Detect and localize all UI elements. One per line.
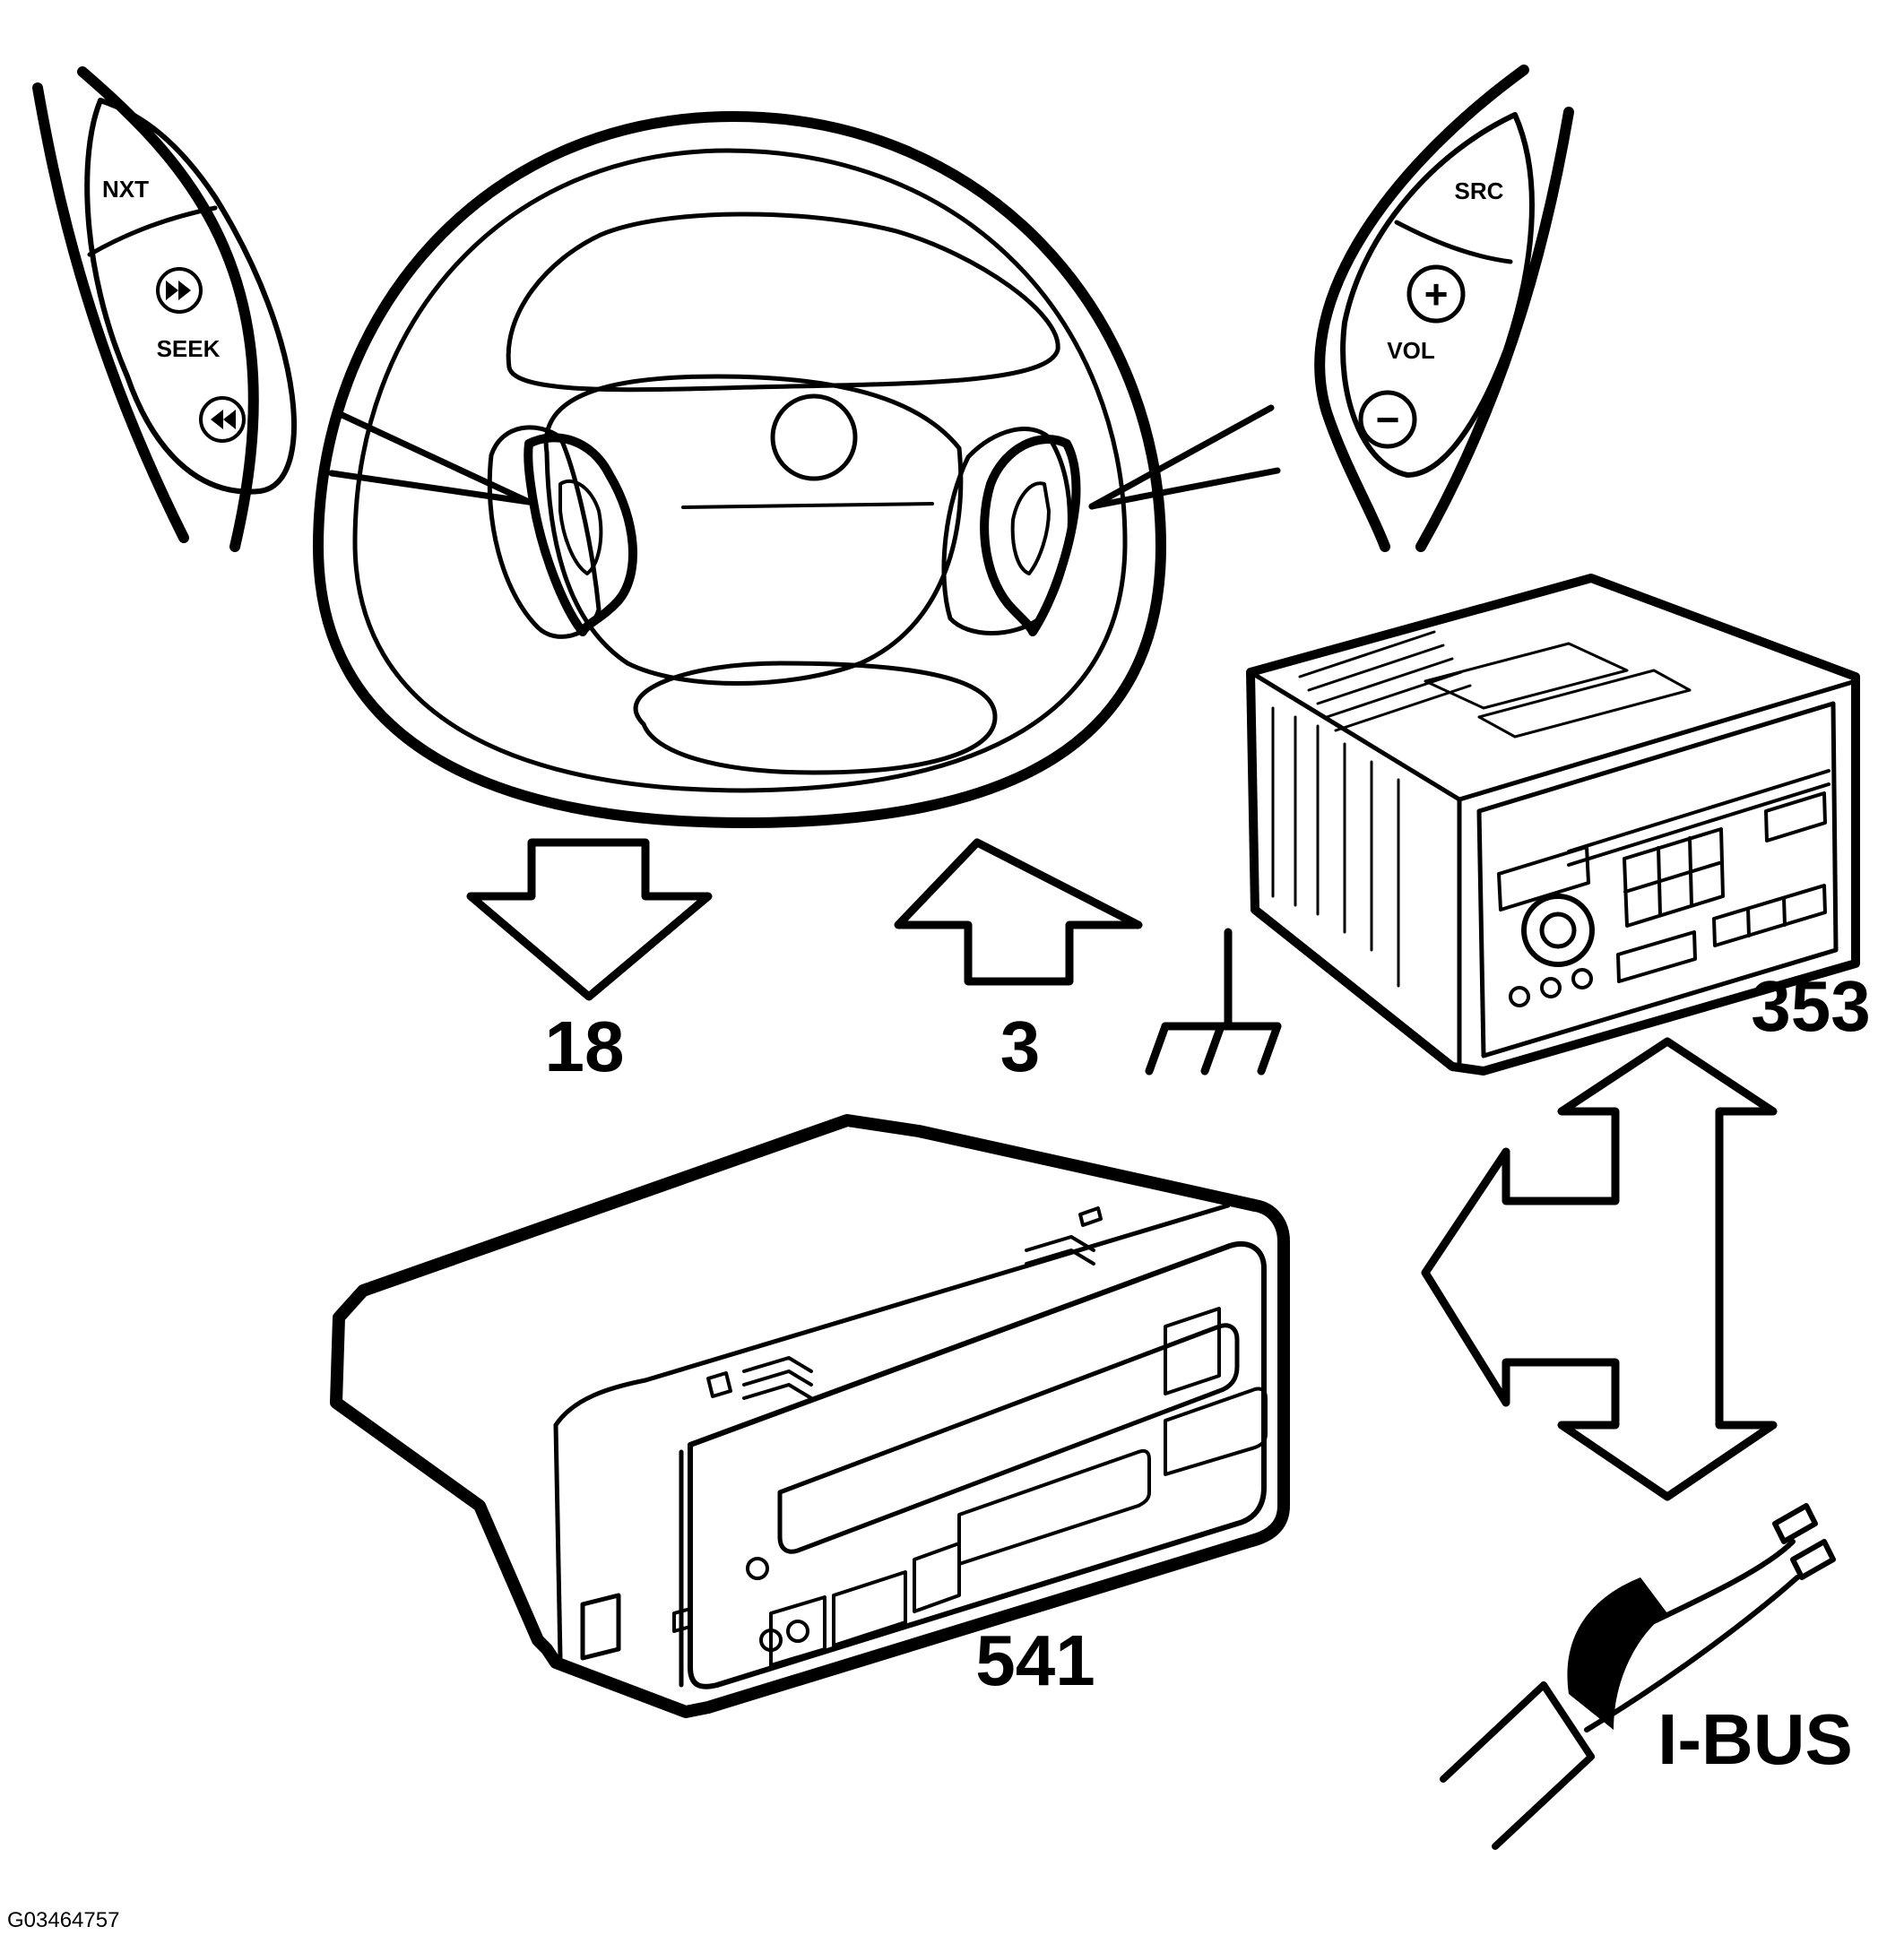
right-pointer-lines [1088, 404, 1281, 510]
i-bus-connector [1440, 1503, 1836, 1850]
down-arrow-number: 18 [545, 1007, 625, 1086]
left-steering-switch: NXT SEEK [32, 66, 297, 552]
volume-up-button[interactable]: + [1406, 264, 1466, 324]
volume-down-button[interactable]: − [1358, 390, 1417, 449]
fast-forward-icon [156, 267, 203, 314]
rewind-icon [199, 396, 246, 443]
i-bus-arrow [1421, 1037, 1778, 1501]
volume-label: VOL [1387, 337, 1435, 364]
cd-changer-unit [330, 1114, 1290, 1718]
down-arrow [466, 838, 713, 1001]
svg-text:−: − [1376, 396, 1400, 443]
source-button[interactable]: SRC [1455, 177, 1504, 204]
minus-icon: − [1358, 390, 1417, 449]
svg-text:+: + [1424, 271, 1449, 317]
seek-forward-button[interactable] [156, 267, 203, 314]
seek-label: SEEK [157, 335, 221, 362]
i-bus-label: I-BUS [1657, 1699, 1853, 1779]
up-arrow-number: 3 [1000, 1007, 1041, 1086]
next-button-label: NXT [102, 176, 149, 203]
cd-changer-number: 541 [975, 1620, 1095, 1700]
right-wheel-switch [980, 435, 1081, 636]
next-button[interactable]: NXT [102, 176, 149, 203]
left-wheel-switch [524, 433, 637, 636]
source-button-label: SRC [1455, 177, 1504, 204]
figure-id: G03464757 [7, 1908, 119, 1932]
radio-number: 353 [1751, 966, 1870, 1046]
plus-icon: + [1406, 264, 1466, 324]
seek-back-button[interactable] [199, 396, 246, 443]
radio-unit [1246, 574, 1860, 1076]
up-arrow [894, 838, 1143, 986]
right-steering-switch: SRC + VOL − [1314, 65, 1574, 552]
steering-wheel [313, 111, 1166, 828]
ground-icon [1145, 928, 1282, 1076]
